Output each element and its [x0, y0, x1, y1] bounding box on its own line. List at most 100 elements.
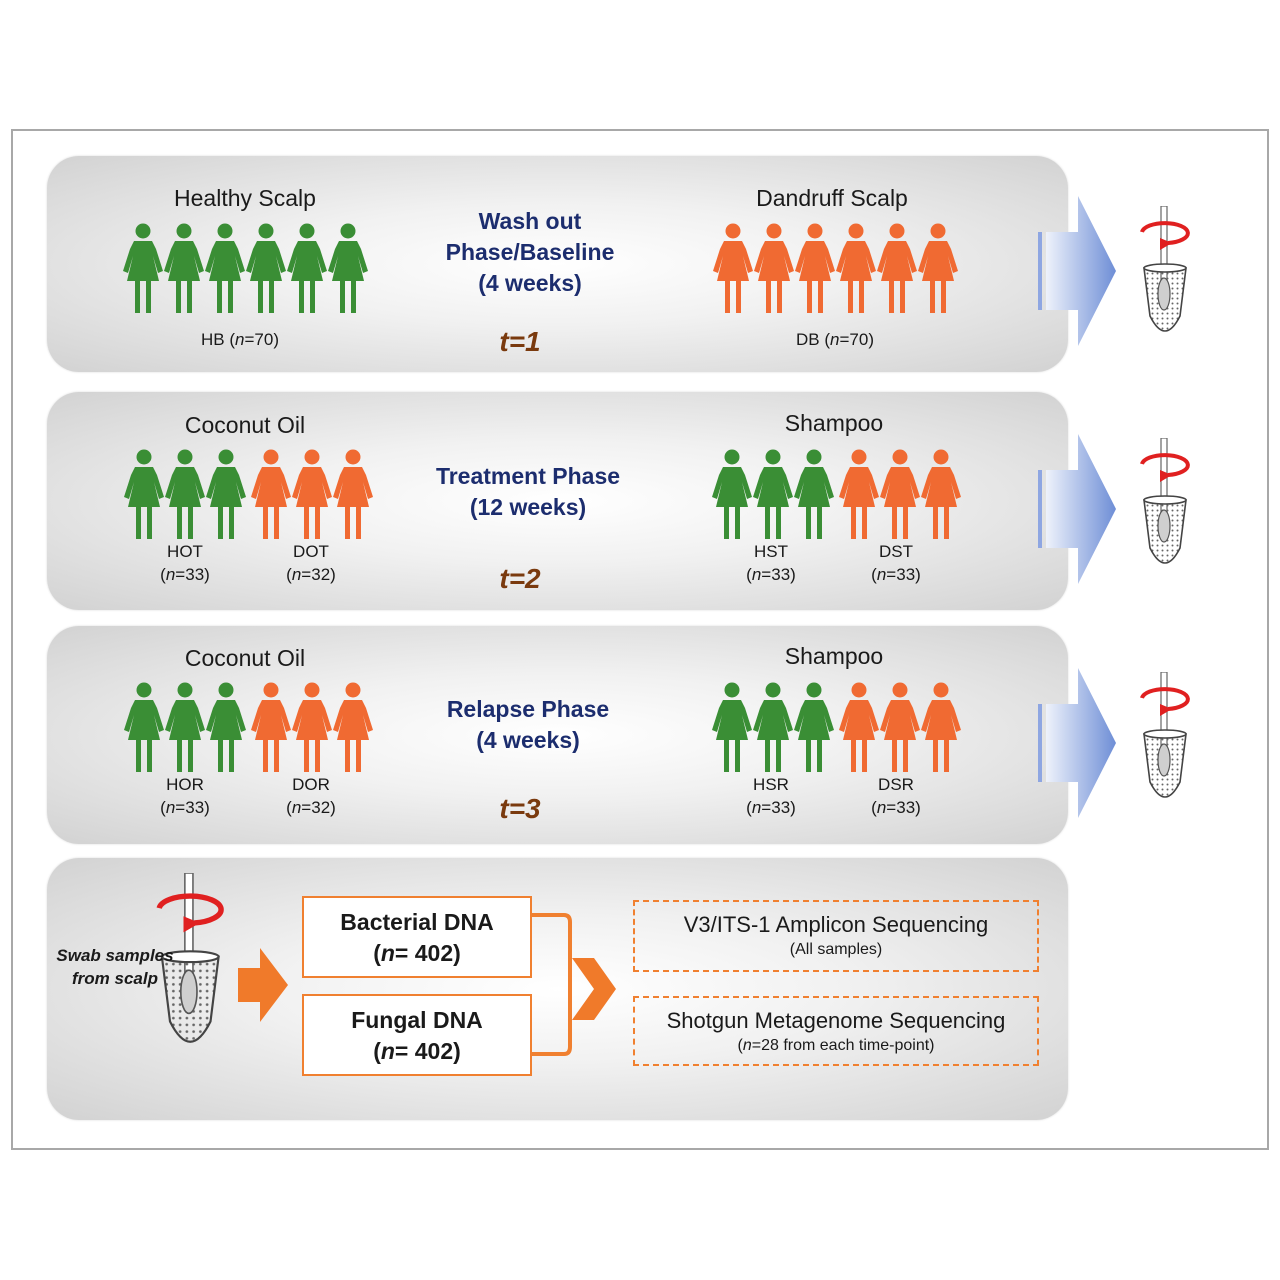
people-group [122, 223, 369, 320]
woman-figure-icon [921, 449, 961, 539]
bracket-connector [532, 913, 572, 1056]
shotgun-sub: (n=28 from each time-point) [737, 1037, 935, 1054]
coconut-oil-title: Coconut Oil [184, 412, 306, 438]
group-name: HST [754, 542, 788, 561]
woman-figure-icon [836, 223, 876, 313]
bacterial-dna-label: Bacterial DNA (n= 402) [302, 907, 532, 969]
rotation-arrow-icon [156, 893, 224, 933]
group-name: HOT [167, 542, 203, 561]
group-n: 70 [254, 330, 274, 349]
woman-figure-icon [292, 682, 332, 772]
woman-figure-icon [246, 223, 286, 313]
amplicon-sequencing-box [633, 900, 1039, 972]
group-n: 33 [896, 798, 916, 817]
woman-figure-icon [251, 682, 291, 772]
group-n: 33 [896, 565, 916, 584]
people-group [711, 449, 835, 546]
phase-line: Phase/Baseline [445, 239, 615, 265]
people-group [838, 449, 962, 546]
people-group [711, 682, 835, 779]
bacterial-n: 402 [414, 940, 454, 966]
shotgun-title: Shotgun Metagenome Sequencing [666, 1008, 1006, 1033]
orange-arrow-icon [238, 948, 288, 1022]
right-arrow-icon [1038, 668, 1116, 818]
bacterial-title: Bacterial DNA [340, 909, 494, 935]
group-label-hsr: HSR (n=33) [721, 773, 821, 819]
woman-figure-icon [795, 223, 835, 313]
woman-figure-icon [918, 223, 958, 313]
woman-figure-icon [713, 223, 753, 313]
phase-line: Wash out [478, 208, 582, 234]
woman-figure-icon [754, 223, 794, 313]
woman-figure-icon [206, 449, 246, 539]
people-group [250, 449, 374, 546]
phase-label-relapse: Relapse Phase (4 weeks) [408, 694, 648, 756]
shotgun-n: 28 [761, 1037, 779, 1054]
group-name: DST [879, 542, 913, 561]
people-group [250, 682, 374, 779]
woman-figure-icon [333, 449, 373, 539]
phase-line: (4 weeks) [478, 270, 582, 296]
swab-line: from scalp [72, 969, 158, 988]
woman-figure-icon [712, 682, 752, 772]
right-arrow-icon [1038, 196, 1116, 346]
group-name: HOR [166, 775, 204, 794]
group-name: HSR [753, 775, 789, 794]
bacterial-dna-box [302, 896, 532, 978]
phase-line: (4 weeks) [476, 727, 580, 753]
phase-line: Relapse Phase [446, 696, 610, 722]
woman-figure-icon [328, 223, 368, 313]
woman-figure-icon [880, 682, 920, 772]
group-name: HB [200, 330, 225, 349]
people-group [838, 682, 962, 779]
time-point-label: t=2 [499, 563, 541, 594]
woman-figure-icon [877, 223, 917, 313]
amplicon-sub: (All samples) [789, 941, 883, 958]
swab-samples-label: Swab samples from scalp [35, 944, 195, 990]
group-label-dst: DST (n=33) [846, 540, 946, 586]
woman-figure-icon [880, 449, 920, 539]
group-label-dor: DOR (n=32) [261, 773, 361, 819]
group-name: DB [795, 330, 820, 349]
dandruff-scalp-title: Dandruff Scalp [756, 185, 908, 211]
group-name: DSR [878, 775, 914, 794]
time-point-label: t=1 [499, 326, 541, 357]
group-n: 32 [311, 798, 331, 817]
swab-tube-icon [1130, 437, 1200, 583]
swab-tube-icon [1130, 671, 1200, 817]
rotation-arrow-icon [1140, 221, 1190, 250]
woman-figure-icon [251, 449, 291, 539]
woman-figure-icon [839, 682, 879, 772]
swab-line: Swab samples [56, 946, 174, 965]
group-n: 33 [185, 798, 205, 817]
shotgun-label: Shotgun Metagenome Sequencing (n=28 from… [633, 1008, 1039, 1055]
woman-figure-icon [165, 449, 205, 539]
group-label-hot: HOT (n=33) [135, 540, 235, 586]
group-n: 32 [311, 565, 331, 584]
group-name: DOR [292, 775, 330, 794]
woman-figure-icon [206, 682, 246, 772]
woman-figure-icon [839, 449, 879, 539]
fungal-title: Fungal DNA [351, 1007, 483, 1033]
amplicon-label: V3/ITS-1 Amplicon Sequencing (All sample… [633, 912, 1039, 959]
woman-figure-icon [205, 223, 245, 313]
group-label-hst: HST (n=33) [721, 540, 821, 586]
woman-figure-icon [921, 682, 961, 772]
group-label-dsr: DSR (n=33) [846, 773, 946, 819]
shampoo-title: Shampoo [784, 643, 884, 669]
rotation-arrow-icon [1140, 453, 1190, 482]
group-label-hor: HOR (n=33) [135, 773, 235, 819]
time-point-label: t=3 [499, 793, 541, 824]
group-label-db: DB (n=70) [795, 330, 874, 349]
phase-label-baseline: Wash out Phase/Baseline (4 weeks) [420, 206, 640, 299]
amplicon-title: V3/ITS-1 Amplicon Sequencing [683, 912, 989, 937]
woman-figure-icon [794, 449, 834, 539]
shampoo-title: Shampoo [784, 410, 884, 436]
right-arrow-icon [1038, 434, 1116, 584]
woman-figure-icon [292, 449, 332, 539]
woman-figure-icon [124, 682, 164, 772]
group-label-hb: HB (n=70) [200, 330, 279, 349]
shotgun-sequencing-box [633, 996, 1039, 1066]
shotgun-sub-suffix: from each time-point) [778, 1037, 935, 1054]
swab-tube-icon [1130, 205, 1200, 351]
